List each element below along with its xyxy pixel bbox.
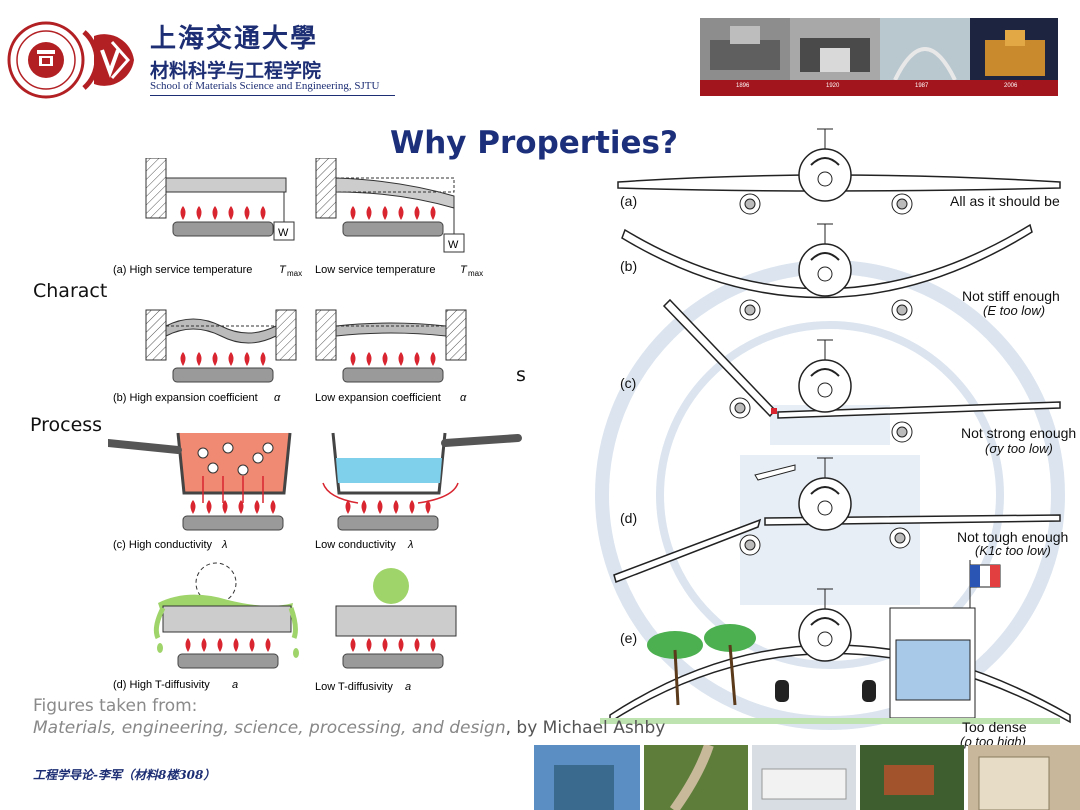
source-citation: Materials, engineering, science, process… xyxy=(33,718,665,738)
year-label-4: 2006 xyxy=(1004,83,1018,89)
weight-label-a-high: W xyxy=(278,227,289,239)
source-book-title: Materials, engineering, science, process… xyxy=(33,718,506,738)
diffusivity-low xyxy=(335,568,457,669)
plane-label-d: Not tough enough xyxy=(957,529,1069,545)
side-word-processing: Process xyxy=(30,414,103,436)
pan-high-conductivity xyxy=(108,432,292,531)
plane-sub-c: (σy too low) xyxy=(985,441,1053,456)
caption-a-high-symbol: T xyxy=(279,264,287,276)
plane-b-not-stiff xyxy=(621,223,1033,321)
plane-a-normal xyxy=(617,128,1061,215)
sjtu-logo xyxy=(7,21,134,99)
plane-letter-e: (e) xyxy=(620,630,638,646)
caption-c-high-symbol: λ xyxy=(221,539,227,551)
plane-label-b: Not stiff enough xyxy=(962,288,1060,304)
beam-low-temperature: W xyxy=(315,158,465,253)
history-photos xyxy=(700,18,1058,96)
plane-sub-d: (K1c too low) xyxy=(975,543,1051,558)
year-label-1: 1896 xyxy=(736,83,750,89)
plane-label-e: Too dense xyxy=(962,719,1027,735)
caption-d-high: (d) High T-diffusivity xyxy=(113,679,210,691)
caption-c-high: (c) High conductivity xyxy=(113,539,213,551)
plane-c-not-strong xyxy=(662,298,1061,443)
plane-letter-c: (c) xyxy=(620,375,637,391)
caption-b-low: Low expansion coefficient xyxy=(315,392,441,404)
weight-label-a-low: W xyxy=(448,239,459,251)
side-word-characteristics: Charact xyxy=(33,280,108,302)
university-name-cn: 上海交通大學 xyxy=(150,24,319,54)
school-name-cn: 材料科学与工程学院 xyxy=(150,60,322,82)
plane-sub-b: (E too low) xyxy=(983,303,1046,318)
plane-e-too-dense xyxy=(600,560,1071,724)
caption-d-low: Low T-diffusivity xyxy=(315,681,393,693)
caption-a-high: (a) High service temperature xyxy=(113,264,252,276)
caption-c-low-symbol: λ xyxy=(407,539,413,551)
caption-b-high: (b) High expansion coefficient xyxy=(113,392,258,404)
caption-c-low: Low conductivity xyxy=(315,539,396,551)
caption-d-low-symbol: a xyxy=(405,681,411,693)
plane-letter-a: (a) xyxy=(620,193,638,209)
school-name-en: School of Materials Science and Engineer… xyxy=(150,80,380,92)
year-label-3: 1987 xyxy=(915,83,929,89)
campus-history-photo-strip: 1896 1920 1987 2006 xyxy=(700,18,1058,96)
course-footer: 工程学导论-李军（材料8楼308） xyxy=(33,768,216,782)
header-rule xyxy=(150,95,395,96)
plane-label-a: All as it should be xyxy=(950,193,1060,209)
caption-a-low-subscript: max xyxy=(468,269,483,278)
expansion-high xyxy=(145,309,297,383)
plane-d-not-tough xyxy=(613,457,1061,583)
plane-label-c: Not strong enough xyxy=(961,425,1077,441)
plane-letter-b: (b) xyxy=(620,258,638,274)
side-word-fragment: s xyxy=(516,364,526,386)
thermal-properties-figure: W W (a) High service temperature T max L… xyxy=(108,158,522,693)
airplane-failure-figure xyxy=(600,128,1071,724)
caption-a-low: Low service temperature xyxy=(315,264,435,276)
source-intro: Figures taken from: xyxy=(33,696,198,716)
caption-a-low-symbol: T xyxy=(460,264,468,276)
caption-b-high-symbol: α xyxy=(274,392,281,404)
caption-d-high-symbol: a xyxy=(232,679,238,691)
year-label-2: 1920 xyxy=(826,83,840,89)
beam-high-temperature: W xyxy=(145,158,295,241)
diffusivity-high xyxy=(153,562,299,669)
caption-b-low-symbol: α xyxy=(460,392,467,404)
plane-letter-d: (d) xyxy=(620,510,638,526)
source-author: , by Michael Ashby xyxy=(505,718,666,738)
caption-a-high-subscript: max xyxy=(287,269,302,278)
expansion-low xyxy=(315,309,467,383)
campus-photo-strip xyxy=(534,745,1080,810)
pan-low-conductivity xyxy=(322,432,522,531)
slide-title: Why Properties? xyxy=(390,125,678,161)
